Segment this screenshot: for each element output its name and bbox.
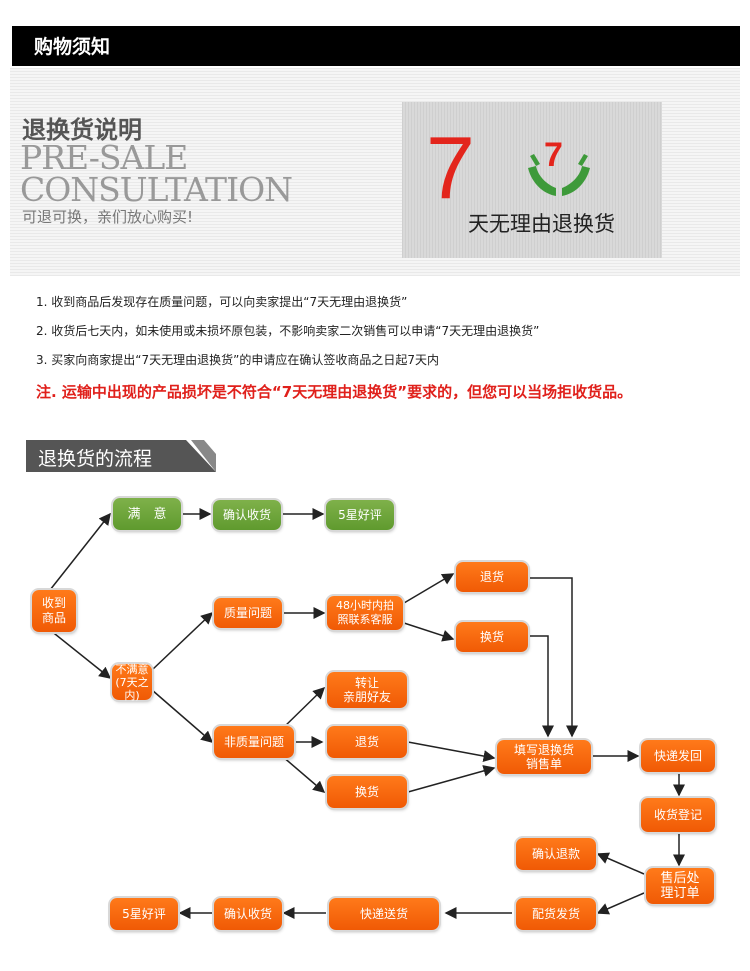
svg-text:7: 7 — [544, 136, 563, 174]
section-title: 退换货的流程 — [38, 448, 153, 470]
rule-item: 3. 买家向商家提出“7天无理由退换货”的申请应在确认签收商品之日起7天内 — [36, 353, 439, 367]
node-fill-form: 填写退换货销售单 — [497, 740, 591, 774]
node-transfer-line-2: 亲朋好友 — [342, 690, 391, 704]
node-non-quality-issue: 非质量问题 — [214, 726, 294, 758]
node-received-line-1: 收到 — [41, 596, 66, 610]
node-transfer-friends: 转让亲朋好友 — [327, 672, 407, 708]
node-exchange-2: 换货 — [327, 776, 407, 808]
warning-note: 注. 运输中出现的产品损坏是不符合“7天无理由退换货”要求的，但您可以当场拒收货… — [36, 383, 633, 401]
promo-text: 天无理由退换货 — [468, 212, 615, 236]
node-five-star-1: 5星好评 — [326, 500, 394, 530]
node-process-order-line-1: 售后处 — [660, 871, 700, 886]
node-unsatisfied-line-2: (7天之内) — [115, 675, 149, 702]
promo-badge: 7 7 天无理由退换货 — [402, 102, 662, 258]
page-title: 购物须知 — [34, 36, 111, 58]
node-confirm-receipt-1: 确认收货 — [213, 500, 281, 530]
node-process-order-line-2: 理订单 — [660, 886, 700, 901]
node-express-back: 快递发回 — [641, 740, 715, 772]
node-return-2: 退货 — [327, 726, 407, 758]
node-satisfied: 满 意 — [113, 498, 181, 530]
node-contact-service: 48小时内拍照联系客服 — [327, 596, 403, 630]
section-header-bg — [26, 440, 216, 472]
node-received-line-2: 商品 — [41, 611, 66, 625]
node-return-1: 退货 — [456, 562, 528, 592]
node-transfer-line-1: 转让 — [354, 676, 379, 690]
node-contact-line-2: 照联系客服 — [337, 613, 393, 626]
node-receipt-register: 收货登记 — [641, 798, 715, 832]
node-unsatisfied-line-1: 不满意 — [115, 662, 149, 676]
rule-item: 1. 收到商品后发现存在质量问题，可以向卖家提出“7天无理由退换货” — [36, 295, 408, 309]
node-unsatisfied: 不满意(7天之内) — [112, 662, 152, 702]
node-confirm-receipt-2: 确认收货 — [214, 898, 282, 930]
node-express-delivery: 快递送货 — [329, 898, 439, 930]
node-process-order: 售后处理订单 — [646, 868, 714, 904]
node-received: 收到商品 — [32, 590, 76, 632]
banner-title-zh: 退换货说明 — [22, 116, 142, 144]
banner: 退换货说明 PRE-SALE CONSULTATION 可退可换，亲们放心购买! — [10, 68, 740, 276]
top-bar: 购物须知 — [12, 26, 740, 66]
banner-title-en-2: CONSULTATION — [20, 170, 293, 209]
banner-title-en-1: PRE-SALE — [20, 138, 188, 177]
node-quality-issue: 质量问题 — [214, 598, 282, 628]
banner-subtitle: 可退可换，亲们放心购买! — [22, 208, 194, 226]
node-fill-form-line-2: 销售单 — [525, 757, 562, 771]
promo-number: 7 — [426, 118, 475, 217]
seven-day-hands-icon: 7 — [528, 136, 590, 196]
node-contact-line-1: 48小时内拍 — [336, 599, 394, 612]
section-header: 退换货的流程 — [26, 440, 216, 472]
node-exchange-1: 换货 — [456, 622, 528, 652]
rule-item: 2. 收货后七天内，如未使用或未损坏原包装，不影响卖家二次销售可以申请“7天无理… — [36, 324, 540, 338]
node-confirm-refund: 确认退款 — [516, 838, 596, 870]
rules-list: 1. 收到商品后发现存在质量问题，可以向卖家提出“7天无理由退换货” 2. 收货… — [36, 294, 736, 401]
node-fill-form-line-1: 填写退换货 — [513, 743, 574, 757]
node-ship-goods: 配货发货 — [516, 898, 596, 930]
node-five-star-2: 5星好评 — [110, 898, 178, 930]
